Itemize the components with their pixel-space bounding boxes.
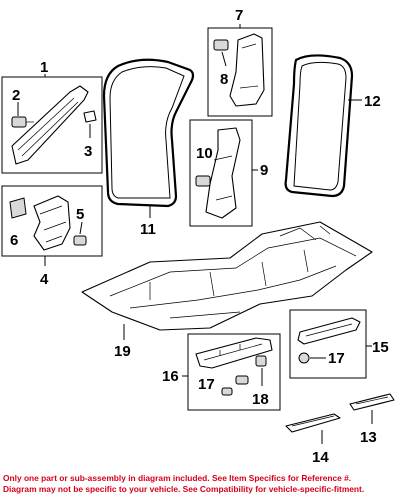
a-pillar-trim [11,85,89,165]
callout-3: 3 [84,143,92,160]
callout-17-left: 17 [198,376,215,393]
scuff-plate-front [285,413,341,444]
front-sill-trim [195,337,273,369]
clip-5 [73,235,87,246]
front-sill-trim-group [182,333,281,411]
callout-11: 11 [140,221,156,238]
callout-12: 12 [364,93,381,110]
callout-18: 18 [252,391,269,408]
b-pillar-lower-group [189,119,258,227]
callout-15: 15 [372,339,389,356]
bracket [33,195,71,251]
a-pillar-trim-group [1,74,103,174]
callout-7: 7 [235,7,243,24]
b-pillar-lower-trim [205,127,241,219]
disclaimer: Only one part or sub-assembly in diagram… [0,469,400,500]
parts-diagram: 1 2 3 4 5 6 7 8 9 10 11 12 13 14 15 16 1… [1,7,395,466]
door-opening-seal-front [102,58,195,218]
disclaimer-line-1: Only one part or sub-assembly in diagram… [3,473,352,483]
callout-14: 14 [312,449,329,466]
callout-10: 10 [196,145,213,162]
door-opening-seal-rear [284,54,362,198]
clip-17-right [298,352,310,364]
clip-3 [83,110,97,123]
clip-18 [255,355,267,367]
disclaimer-line-2: Diagram may not be specific to your vehi… [3,483,365,494]
callout-17-right: 17 [328,350,345,367]
scuff-plate-rear [349,393,395,424]
callout-9: 9 [260,162,268,179]
b-pillar-upper-group [207,24,273,117]
pad-6 [9,197,27,219]
clip-2 [11,116,34,128]
rear-sill-trim-group [289,309,372,379]
clip-17-left [221,375,249,396]
b-pillar-upper-trim [229,33,265,107]
clip-8-upper [213,39,229,51]
callout-8: 8 [220,71,228,88]
clip-10 [195,175,211,187]
callout-2: 2 [12,87,20,104]
callout-16: 16 [162,368,179,385]
callout-1: 1 [40,59,48,76]
floor-carpet [81,221,373,340]
bracket-group [1,185,103,266]
callout-19: 19 [114,343,131,360]
callout-13: 13 [360,429,377,446]
rear-sill-trim [297,317,361,345]
callout-5: 5 [76,206,84,223]
callout-4: 4 [40,271,49,288]
callout-6: 6 [10,232,18,249]
